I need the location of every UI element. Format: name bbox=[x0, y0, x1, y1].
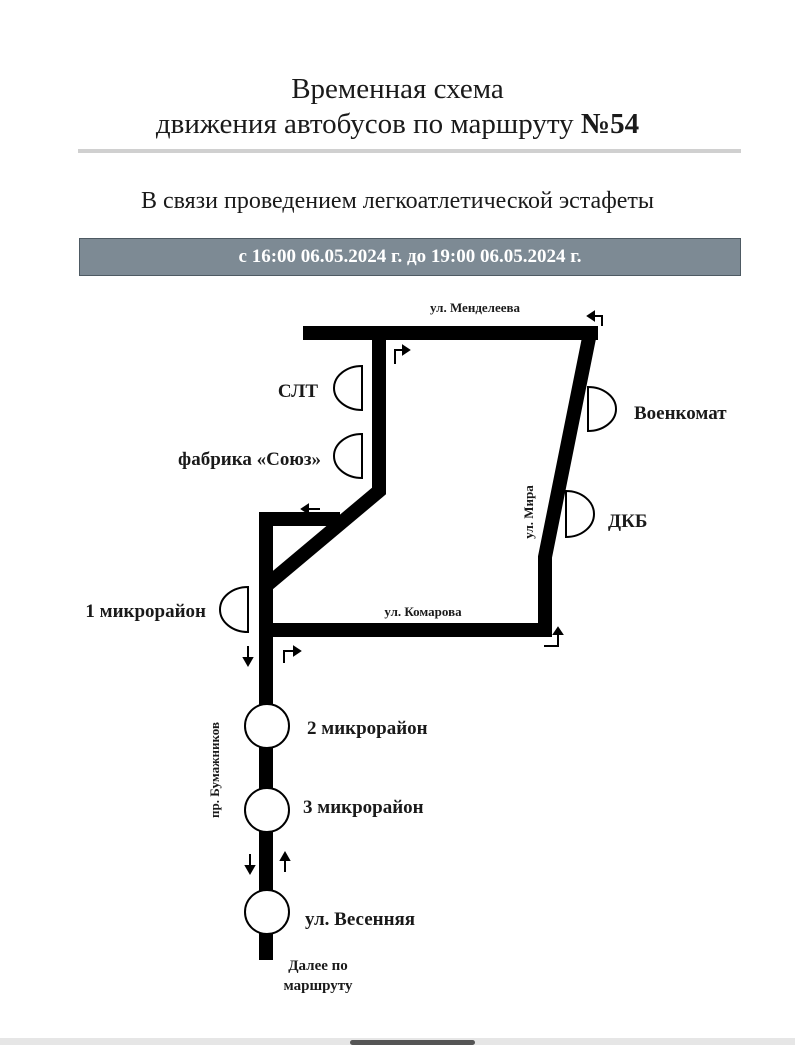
stop-symbol-soyuz bbox=[333, 432, 363, 480]
stop-label-soyuz: фабрика «Союз» bbox=[178, 449, 321, 470]
stop-symbol-mkr3 bbox=[244, 787, 290, 833]
arrow-up-mira bbox=[544, 632, 559, 647]
half-stops bbox=[219, 364, 617, 634]
stop-symbol-dkb bbox=[565, 489, 595, 539]
arrow-turn-right-inner bbox=[394, 349, 405, 364]
bottom-handle-area bbox=[0, 1038, 795, 1045]
stop-label-vesennyaya: ул. Весенняя bbox=[305, 909, 415, 930]
stop-symbol-vesennyaya bbox=[244, 889, 290, 935]
stop-symbol-slt bbox=[333, 364, 363, 412]
stop-label-slt: СЛТ bbox=[278, 381, 318, 402]
stop-label-mkr1: 1 микрорайон bbox=[85, 601, 206, 622]
direction-arrows bbox=[242, 310, 603, 876]
stop-label-dkb: ДКБ bbox=[608, 511, 647, 532]
route-number: №54 bbox=[580, 108, 640, 140]
arrow-turn-komarova bbox=[283, 650, 296, 663]
title-divider bbox=[78, 149, 741, 153]
road-mira bbox=[538, 331, 597, 637]
title-line-2: движения автобусов по маршруту №54 bbox=[0, 107, 795, 141]
stop-label-mkr3: 3 микрорайон bbox=[303, 797, 424, 818]
street-label-komarova: ул. Комарова bbox=[384, 604, 462, 619]
date-range-bar: с 16:00 06.05.2024 г. до 19:00 06.05.202… bbox=[79, 238, 741, 276]
footer-note-line2: маршруту bbox=[284, 978, 353, 994]
stop-symbol-mkr1 bbox=[219, 585, 249, 634]
street-label-bumazhnikov: пр. Бумажников bbox=[207, 722, 222, 818]
title-line-2-text: движения автобусов по маршруту bbox=[155, 108, 581, 140]
street-label-mendeleeva: ул. Менделеева bbox=[430, 300, 521, 315]
road-inner-vertical bbox=[262, 333, 386, 591]
stop-symbol-mkr2 bbox=[244, 703, 290, 749]
home-indicator[interactable] bbox=[350, 1040, 475, 1045]
title-line-1: Временная схема bbox=[291, 73, 504, 105]
stop-label-voenkomat: Военкомат bbox=[634, 403, 727, 424]
stop-symbol-voenkomat bbox=[587, 385, 617, 433]
footer-note-line1: Далее по bbox=[288, 958, 348, 974]
stop-label-mkr2: 2 микрорайон bbox=[307, 718, 428, 739]
full-stops bbox=[244, 703, 290, 935]
street-label-mira: ул. Мира bbox=[521, 485, 536, 539]
subtitle: В связи проведением легкоатлетической эс… bbox=[140, 188, 655, 214]
